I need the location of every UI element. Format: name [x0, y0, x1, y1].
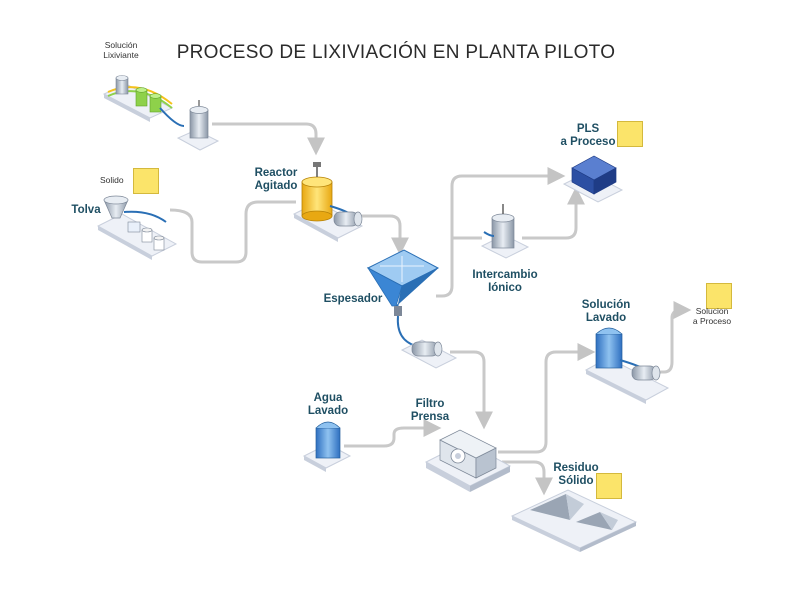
note-pls [617, 121, 643, 147]
note-solucion-proceso [706, 283, 732, 309]
reactor-unit [292, 162, 364, 242]
note-solido [133, 168, 159, 194]
espesador-unit [366, 249, 458, 369]
label-solido: Solido [100, 175, 124, 185]
pipe-ix-to-pls [522, 186, 585, 240]
label-espesador: Espesador [323, 293, 383, 305]
pipe-reactor-to-espesador [358, 214, 409, 256]
pipe-filtro-to-residuo [502, 460, 553, 496]
residuo-unit [510, 489, 638, 552]
page-title: PROCESO DE LIXIVIACIÓN EN PLANTA PILOTO [176, 42, 616, 63]
pipe-tolva-to-reactor [169, 200, 296, 264]
flow-pipes [169, 122, 692, 496]
pipe-agua-to-filtro [344, 419, 442, 448]
filtro-unit [424, 429, 512, 492]
intercambio-unit [480, 204, 530, 259]
pipe-lavado-to-proceso [658, 301, 692, 374]
pipe-filtro-to-lavado [498, 343, 596, 454]
tolva-unit [96, 195, 178, 260]
pls-unit [562, 155, 624, 203]
note-residuo [596, 473, 622, 499]
lixiviante-unit [102, 75, 220, 151]
pipe-espesador-to-pls [436, 167, 566, 298]
agua-unit [302, 421, 352, 472]
pipe-espesador-to-filtro [450, 350, 493, 430]
label-tolva: Tolva [71, 204, 101, 216]
lavado-unit [584, 327, 670, 404]
pipe-lixiviante-to-reactor [212, 122, 325, 156]
